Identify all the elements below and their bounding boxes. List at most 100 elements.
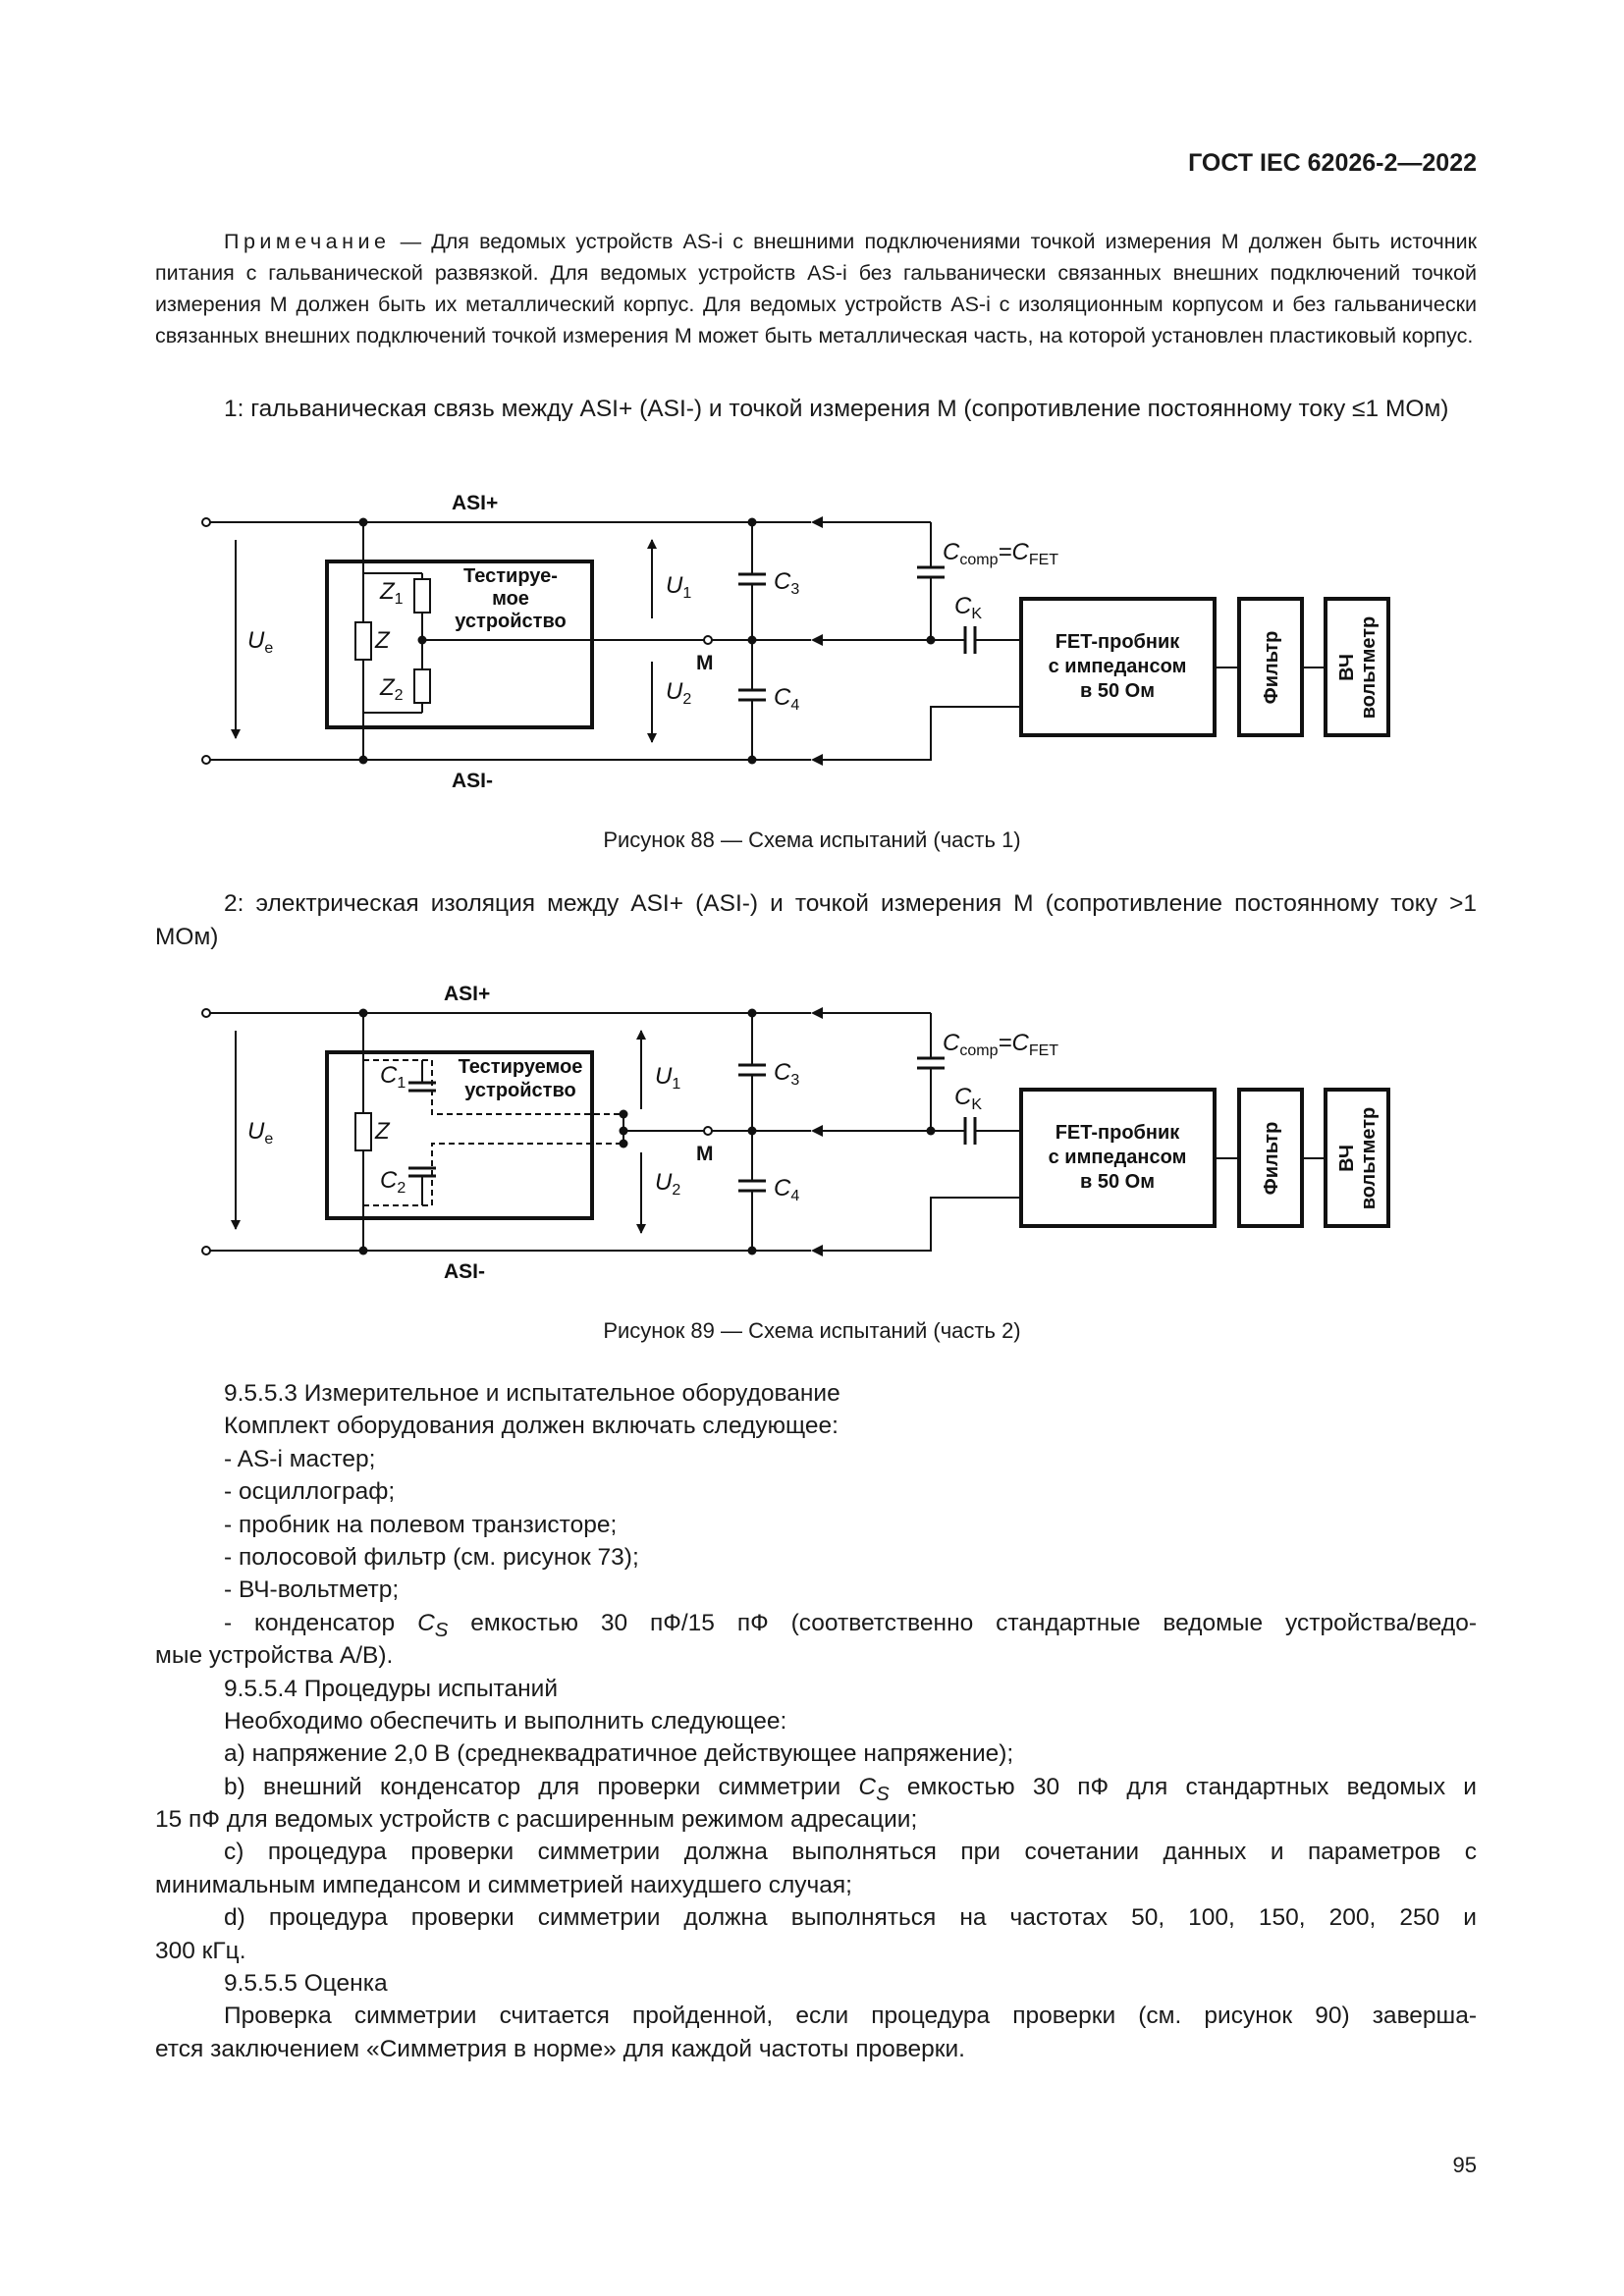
svg-text:C3: C3 [774,1059,799,1089]
fig89-u2-label: U [655,1169,673,1196]
equipment-item: - AS-i мастер; [224,1445,376,1472]
fig88-m-label: M [696,652,714,674]
fig89-vm-line-2: вольтметр [1358,1107,1380,1209]
cs-post: емкостью 30 пФ/15 пФ (соответственно ста… [448,1609,1477,1636]
cs-symbol: C [417,1609,435,1636]
procedure-item-b: b) внешний конденсатор для проверки симм… [155,1771,1477,1805]
section-9-5-5-5-title: 9.5.5.5 Оценка [224,1970,388,1998]
fig88-z2-label: Z [379,674,396,701]
fig89-cfet-sub: FET [1029,1042,1058,1059]
svg-text:Ccomp=CFET: Ccomp=CFET [943,1030,1058,1059]
fig88-filter-label: Фильтр [1261,631,1282,705]
svg-text:U1: U1 [655,1063,680,1093]
case2-paragraph: 2: электрическая изоляция между ASI+ (AS… [155,890,1477,950]
fig88-c4-sub: 4 [790,697,799,714]
svg-text:U2: U2 [666,678,691,708]
svg-text:C1: C1 [380,1062,406,1092]
fig89-u1-label: U [655,1063,673,1090]
svg-text:C2: C2 [380,1167,406,1197]
fig88-asi-minus-label: ASI- [452,770,493,792]
svg-text:U1: U1 [666,572,691,602]
fig89-c4-sub: 4 [790,1188,799,1204]
fig88-ck-sub: K [971,606,982,622]
fig88-vm-line-2: вольтметр [1358,616,1380,719]
fig89-ccomp-label: C [943,1030,960,1056]
fig88-ccomp-label: C [943,539,960,565]
evaluation-text: Проверка симметрии считается пройденной,… [224,2002,1477,2030]
svg-text:Ccomp=CFET: Ccomp=CFET [943,539,1058,568]
equipment-item: - полосовой фильтр (см. рисунок 73); [224,1543,639,1571]
figure-89-diagram: ASI+ ASI- Ue Z C1 C2 Тестируемое устройс… [201,983,1390,1283]
fig88-vm-line-1: ВЧ [1336,654,1358,681]
svg-text:CK: CK [954,593,982,622]
cs-pre: - конденсатор [224,1609,418,1636]
fig89-probe-line-2: с импедансом [1049,1147,1187,1168]
fig89-probe-line-1: FET-пробник [1056,1122,1181,1144]
procedure-item-c: c) процедура проверки симметрии должна в… [224,1839,1477,1866]
fig89-dut-line-1: Тестируемое [459,1056,583,1078]
fig88-u1-label: U [666,572,683,599]
fig88-ue-label: U [247,627,265,654]
fig88-c3-sub: 3 [790,581,799,598]
equipment-item: - ВЧ-вольтметр; [224,1576,400,1604]
b-pre: b) внешний конденсатор для проверки симм… [224,1773,859,1800]
fig89-dut-line-2: устройство [464,1080,575,1101]
b-post: емкостью 30 пФ для стандартных ведомых и [889,1773,1477,1800]
svg-text:C4: C4 [774,684,799,714]
fig88-z-label: Z [374,627,391,654]
fig88-u2-sub: 2 [682,691,691,708]
svg-text:Ue: Ue [247,627,273,657]
fig89-filter-label: Фильтр [1261,1122,1282,1196]
fig88-eq: = [998,539,1011,565]
fig89-cfet-label: C [1011,1030,1029,1056]
fig89-c3-label: C [774,1059,791,1086]
svg-text:CK: CK [954,1084,982,1113]
fig88-dut-line-1: Тестируе- [463,565,558,587]
procedure-item-c-cont: минимальным импедансом и симметрией наих… [155,1871,852,1898]
fig89-z-label: Z [374,1118,391,1145]
fig88-cfet-label: C [1011,539,1029,565]
fig88-cfet-sub: FET [1029,552,1058,568]
fig89-eq: = [998,1030,1011,1056]
fig88-ue-sub: e [264,640,273,657]
fig88-asi-plus-label: ASI+ [452,492,498,514]
fig89-u2-sub: 2 [672,1182,680,1199]
fig89-c4-label: C [774,1175,791,1201]
svg-text:Z2: Z2 [379,674,404,704]
figure-88-diagram: ASI+ ASI- Ue Z Z1 Z2 Тестируе- мое устро… [201,492,1390,792]
fig89-m-label: M [696,1143,714,1165]
fig89-u1-sub: 1 [672,1076,680,1093]
fig88-c4-label: C [774,684,791,711]
fig88-z2-sub: 2 [395,687,404,704]
evaluation-text-cont: ется заключением «Симметрия в норме» для… [155,2035,965,2062]
fig88-ck-label: C [954,593,972,619]
fig88-c3-label: C [774,568,791,595]
svg-text:Ue: Ue [247,1118,273,1148]
procedure-intro: Необходимо обеспечить и выполнить следую… [224,1707,787,1735]
fig89-c2-sub: 2 [397,1180,406,1197]
fig88-z1-sub: 1 [395,591,404,608]
fig88-dut-line-3: устройство [455,611,566,632]
section-9-5-5-4-title: 9.5.5.4 Процедуры испытаний [224,1675,559,1702]
fig88-u1-sub: 1 [682,585,691,602]
equipment-item: - пробник на полевом транзисторе; [224,1511,618,1538]
fig88-z1-label: Z [379,578,396,605]
fig89-vm-line-1: ВЧ [1336,1145,1358,1172]
fig89-ue-label: U [247,1118,265,1145]
fig89-asi-plus-label: ASI+ [444,983,490,1005]
procedure-item-a: а) напряжение 2,0 В (среднеквадратичное … [224,1740,1014,1768]
equipment-item-capacitor: - конденсатор CS емкостью 30 пФ/15 пФ (с… [155,1607,1477,1641]
section-9-5-5-3-title: 9.5.5.3 Измерительное и испытательное об… [224,1380,840,1407]
svg-text:C4: C4 [774,1175,799,1204]
fig89-ccomp-sub: comp [959,1042,998,1059]
figure-89-caption: Рисунок 89 — Схема испытаний (часть 2) [603,1318,1021,1343]
fig88-u2-label: U [666,678,683,705]
fig89-asi-minus-label: ASI- [444,1260,485,1283]
fig89-ue-sub: e [264,1131,273,1148]
document-header: ГОСТ IEC 62026-2—2022 [1188,149,1477,177]
procedure-item-b-cont: 15 пФ для ведомых устройств с расширенны… [155,1806,918,1834]
page-number: 95 [1452,2153,1477,2177]
equipment-intro: Комплект оборудования должен включать сл… [224,1413,839,1440]
note-label: Примечание [224,230,391,253]
